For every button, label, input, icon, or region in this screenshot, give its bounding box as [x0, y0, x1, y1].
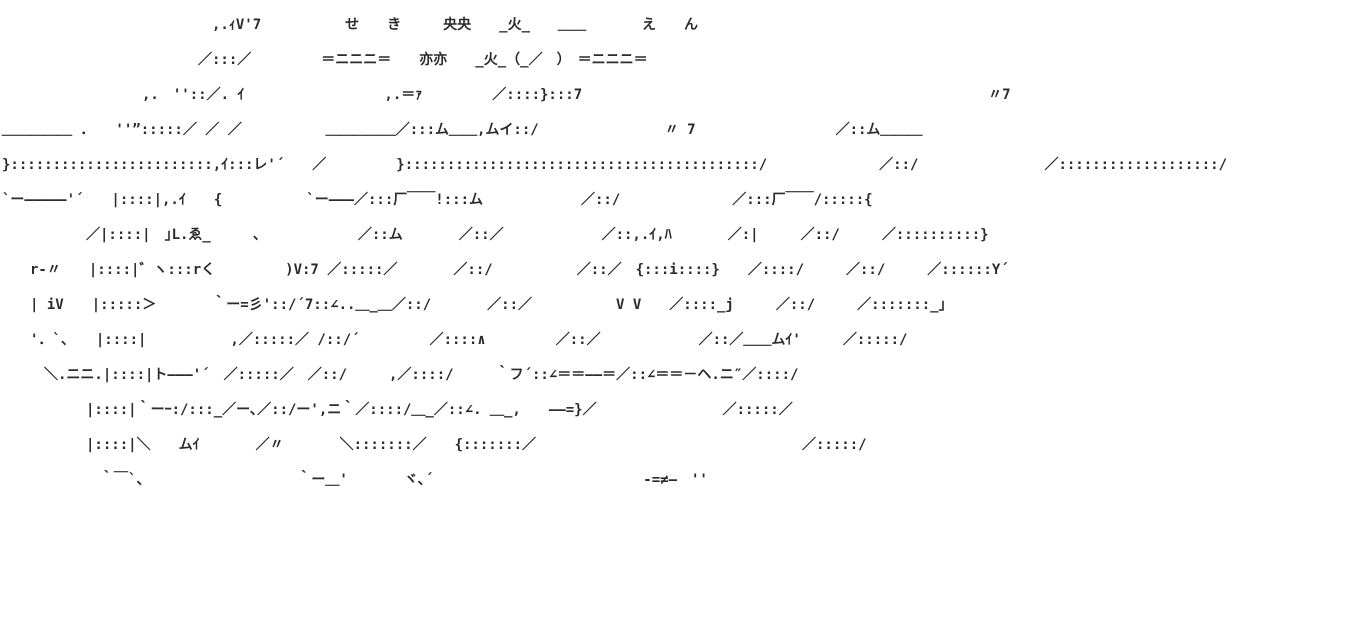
- ascii-art: ,.ｨV'7 せ き 央央 _火_ ＿＿ え ん ／:::／ ＝ニニニ＝ 亦亦 …: [2, 17, 1228, 488]
